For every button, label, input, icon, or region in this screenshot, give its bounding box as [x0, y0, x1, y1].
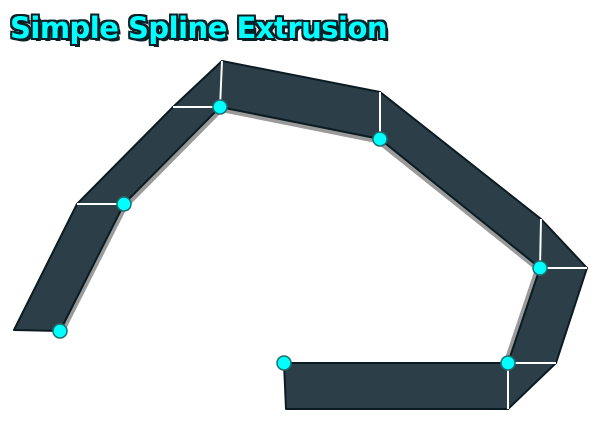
control-point-handle-icon-6[interactable] [500, 355, 516, 371]
control-point-handle-icon-2[interactable] [116, 196, 132, 212]
extrusion-segment-5 [379, 91, 542, 269]
extrusion-segment-5-shadow [378, 139, 540, 272]
extrusion-segment-8 [507, 362, 557, 410]
extrusion-segment-4-shadow [220, 107, 381, 144]
extrusion-segment-7-shadow [504, 266, 540, 363]
extrusion-segment-1 [13, 203, 125, 332]
control-point-handle-icon-1[interactable] [52, 323, 68, 339]
extrusion-segment-1-shadow [60, 204, 128, 333]
segment-seam-5 [539, 218, 542, 269]
control-point-handle-icon-7[interactable] [276, 355, 292, 371]
control-point-handle-icon-4[interactable] [372, 131, 388, 147]
extrusion-segment-2-shadow [124, 107, 224, 207]
extrusion-segment-2 [76, 106, 221, 205]
segment-seams [77, 60, 587, 409]
page-title: Simple Spline Extrusion [10, 11, 388, 45]
control-point-handle-icon-3[interactable] [212, 99, 228, 115]
extrusion-segment-3 [172, 60, 223, 108]
control-points[interactable] [52, 99, 548, 371]
extrusion-segment-9 [283, 362, 509, 410]
control-point-handle-icon-5[interactable] [532, 260, 548, 276]
extrusion-segments [13, 60, 588, 410]
extrusion-segment-6 [539, 218, 588, 269]
